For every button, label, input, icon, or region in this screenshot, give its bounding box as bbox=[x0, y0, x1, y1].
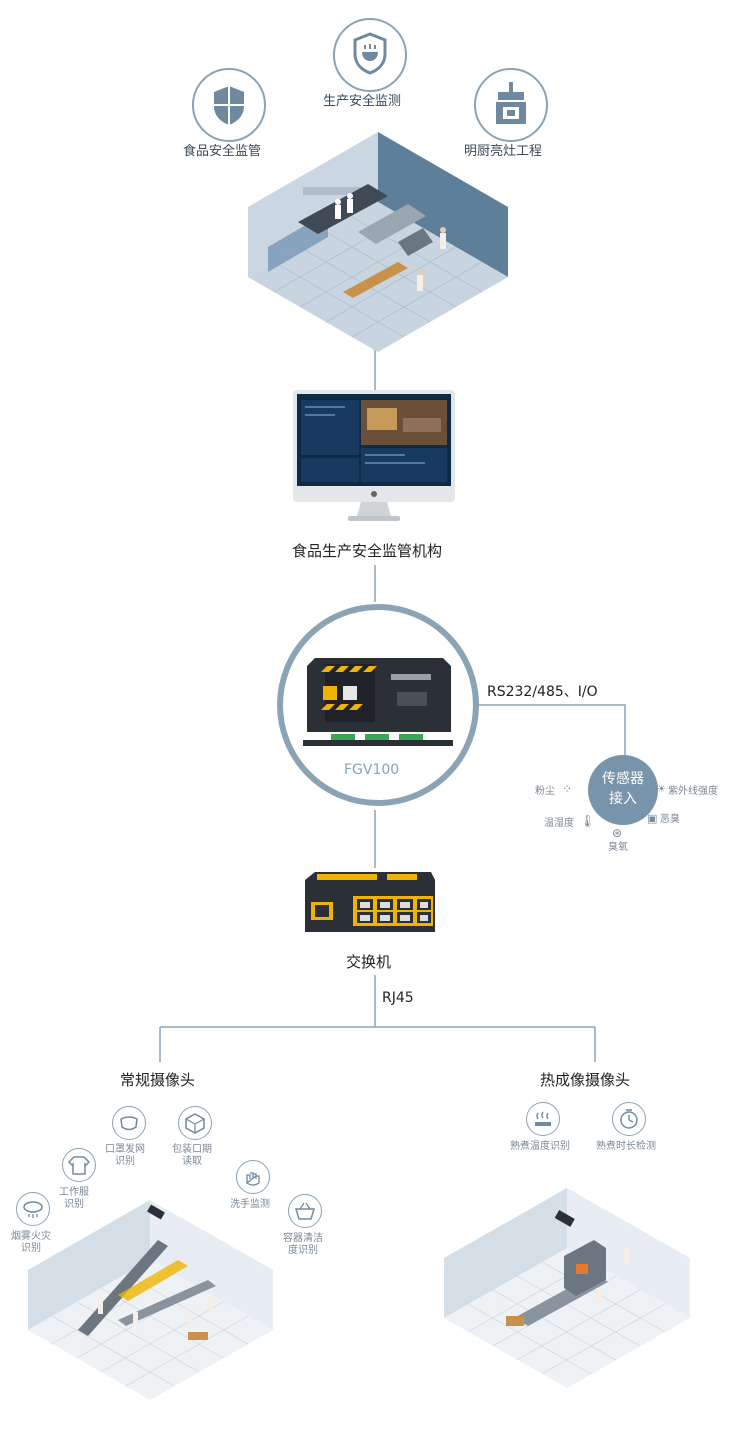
mask-icon bbox=[112, 1106, 146, 1140]
link-label: RJ45 bbox=[382, 990, 414, 1006]
package-label: 包装口期 读取 bbox=[172, 1144, 212, 1167]
monitor-illustration bbox=[293, 390, 455, 521]
uniform-icon bbox=[62, 1148, 96, 1182]
thermal-camera-room bbox=[444, 1188, 690, 1388]
uniform-label: 工作服 识别 bbox=[59, 1187, 89, 1210]
ozone-icon: ⊛ bbox=[612, 826, 623, 840]
thermometer-icon: 🌡 bbox=[580, 814, 596, 828]
smoke-detector-icon bbox=[16, 1192, 50, 1226]
container-label: 容器清洁 度识别 bbox=[283, 1233, 323, 1256]
switch-device bbox=[305, 872, 435, 932]
sensor-uv-label: 紫外线强度 bbox=[668, 786, 718, 797]
kitchen-hood-icon bbox=[474, 68, 548, 142]
sensor-dust-label: 粉尘 bbox=[535, 786, 555, 797]
thermal-temp-label: 熟煮温度识别 bbox=[510, 1141, 570, 1152]
handwash-icon bbox=[236, 1160, 270, 1194]
sensor-title-line2: 接入 bbox=[609, 791, 637, 807]
handwash-label: 洗手监测 bbox=[230, 1199, 270, 1210]
shield-icon bbox=[192, 68, 266, 142]
basket-icon bbox=[288, 1194, 322, 1228]
food-safety-label: 食品安全监管 bbox=[183, 144, 262, 159]
kitchen-room-illustration bbox=[248, 132, 508, 352]
sensor-hub: 传感器 接入 bbox=[588, 755, 658, 825]
regular-camera-room bbox=[28, 1200, 273, 1400]
thermal-camera-title: 热成像摄像头 bbox=[540, 1071, 631, 1089]
smoke-label: 烟雾火灾 识别 bbox=[11, 1231, 51, 1254]
uv-icon: ☀ bbox=[657, 784, 666, 795]
bowl-icon bbox=[333, 18, 407, 92]
gateway-model-label: FGV100 bbox=[344, 762, 400, 778]
sensor-temp-humidity-label: 温湿度 bbox=[544, 818, 574, 829]
switch-label: 交换机 bbox=[346, 953, 392, 971]
interface-label: RS232/485、I/O bbox=[487, 684, 598, 700]
fgv100-device bbox=[303, 658, 453, 746]
timer-icon bbox=[612, 1102, 646, 1136]
regular-camera-title: 常规摄像头 bbox=[120, 1071, 196, 1089]
monitor-label: 食品生产安全监管机构 bbox=[292, 542, 443, 560]
kitchen-label: 明厨亮灶工程 bbox=[464, 144, 543, 159]
package-icon bbox=[178, 1106, 212, 1140]
sensor-title-line1: 传感器 bbox=[602, 771, 644, 787]
sensor-odor-label: 恶臭 bbox=[660, 814, 680, 825]
heat-icon bbox=[526, 1102, 560, 1136]
sensor-ozone-label: 臭氧 bbox=[608, 842, 628, 853]
dust-icon: ⁘ bbox=[562, 782, 573, 796]
production-safety-label: 生产安全监测 bbox=[323, 94, 402, 109]
mask-label: 口罩发网 识别 bbox=[105, 1144, 145, 1167]
thermal-duration-label: 熟煮时长检测 bbox=[596, 1141, 656, 1152]
odor-icon: ▣ bbox=[647, 812, 658, 825]
